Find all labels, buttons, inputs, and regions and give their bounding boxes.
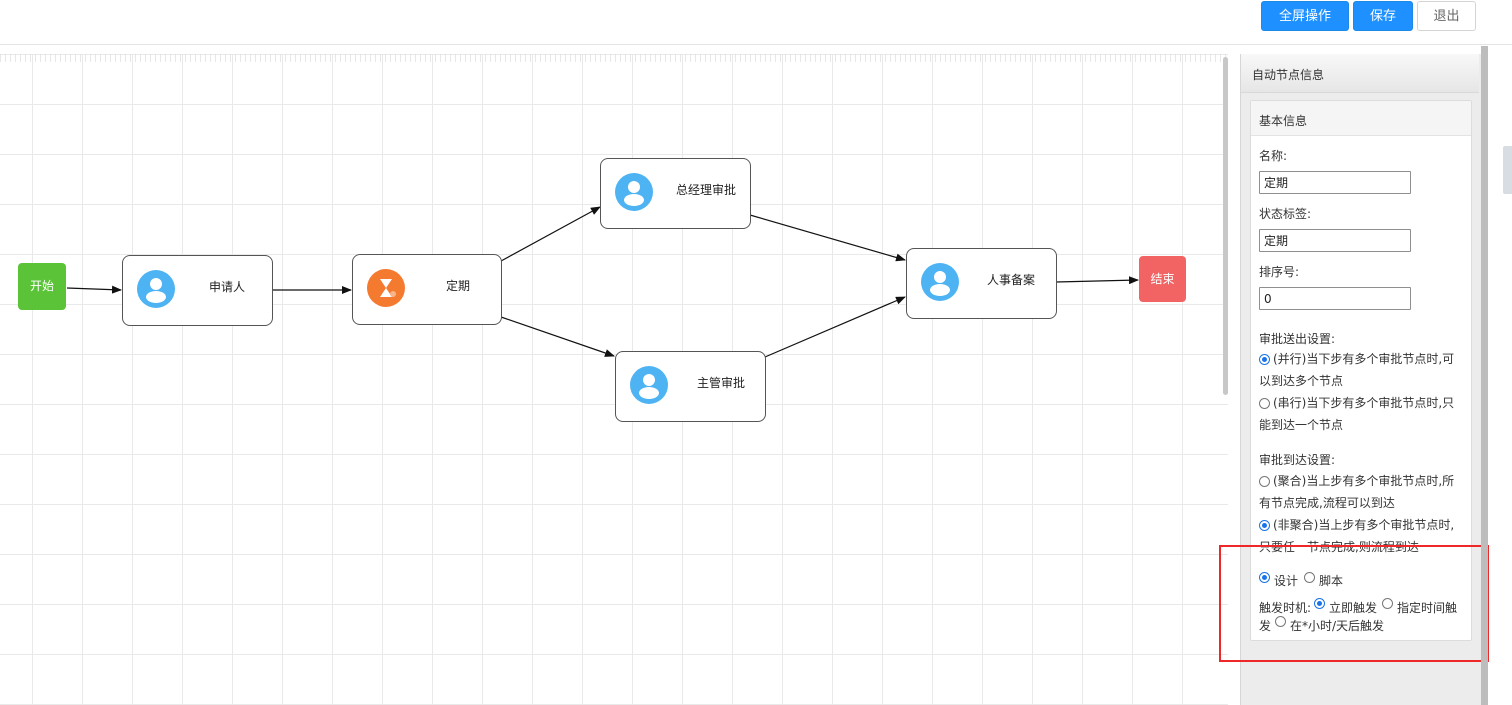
send-serial-label: (串行)当下步有多个审批节点时,只能到达一个节点: [1259, 396, 1455, 432]
mode-script-radio[interactable]: [1304, 572, 1315, 583]
node-label: 人事备案: [987, 273, 1036, 287]
basic-info-card: 基本信息 名称: 状态标签: 排序号: 审批送出设置: (并行)当下步有多个审批…: [1250, 100, 1472, 641]
arrive-settings-title: 审批到达设置:: [1259, 453, 1336, 467]
mode-design-label: 设计: [1274, 574, 1299, 588]
mode-design-radio[interactable]: [1259, 572, 1270, 583]
send-settings-title: 审批送出设置:: [1259, 332, 1336, 346]
trigger-time-radio[interactable]: [1382, 598, 1393, 609]
timer-node[interactable]: 定期: [352, 254, 502, 325]
trigger-label: 触发时机:: [1259, 601, 1312, 615]
applicant-node[interactable]: 申请人: [122, 255, 273, 326]
trigger-now-radio[interactable]: [1314, 598, 1325, 609]
trigger-after-label: 在*小时/天后触发: [1290, 619, 1385, 633]
flow-canvas[interactable]: [0, 54, 1228, 705]
arrive-join-radio[interactable]: [1259, 476, 1270, 487]
highlight-box: [1219, 545, 1489, 662]
order-input[interactable]: [1259, 287, 1411, 310]
top-toolbar: 全屏操作 保存 退出: [0, 0, 1512, 45]
hourglass-icon: [367, 269, 405, 307]
end-node[interactable]: 结束: [1139, 256, 1186, 302]
trigger-after-radio[interactable]: [1275, 616, 1286, 627]
exit-button[interactable]: 退出: [1417, 1, 1476, 31]
node-label: 申请人: [209, 280, 246, 294]
panel-header: 自动节点信息: [1241, 54, 1479, 93]
user-icon: [630, 366, 668, 404]
send-parallel-label: (并行)当下步有多个审批节点时,可以到达多个节点: [1259, 352, 1455, 388]
gm-approval-node[interactable]: 总经理审批: [600, 158, 751, 229]
panel-scrollbar[interactable]: [1481, 46, 1488, 705]
node-label: 定期: [446, 279, 471, 293]
user-icon: [921, 263, 959, 301]
card-header: 基本信息: [1251, 101, 1471, 136]
manager-approval-node[interactable]: 主管审批: [615, 351, 766, 422]
fullscreen-button[interactable]: 全屏操作: [1261, 1, 1349, 31]
send-serial-radio[interactable]: [1259, 398, 1270, 409]
arrive-join-label: (聚合)当上步有多个审批节点时,所有节点完成,流程可以到达: [1259, 474, 1455, 510]
trigger-now-label: 立即触发: [1329, 601, 1378, 615]
card-title: 基本信息: [1259, 114, 1308, 128]
properties-panel: 自动节点信息 基本信息 名称: 状态标签: 排序号: 审批送出设置: (并行)当…: [1240, 54, 1481, 705]
user-icon: [615, 173, 653, 211]
node-label: 总经理审批: [676, 183, 737, 197]
status-label: 状态标签:: [1259, 207, 1312, 221]
status-input[interactable]: [1259, 229, 1411, 252]
arrive-nojoin-radio[interactable]: [1259, 520, 1270, 531]
start-node[interactable]: 开始: [18, 263, 66, 310]
collapse-tab[interactable]: [1503, 146, 1512, 194]
trigger-time-label: 指定时间触: [1397, 601, 1458, 615]
name-label: 名称:: [1259, 149, 1288, 163]
arrive-nojoin-label: (非聚合)当上步有多个审批节点时,只要任一节点完成,则流程到达: [1259, 518, 1455, 554]
panel-title: 自动节点信息: [1252, 68, 1325, 82]
user-icon: [137, 270, 175, 308]
trigger-time-label-cont: 发: [1259, 619, 1272, 633]
order-label: 排序号:: [1259, 265, 1300, 279]
node-label: 主管审批: [697, 376, 746, 390]
send-parallel-radio[interactable]: [1259, 354, 1270, 365]
save-button[interactable]: 保存: [1353, 1, 1413, 31]
canvas-ruler: [0, 54, 1228, 62]
canvas-scrollbar[interactable]: [1223, 57, 1228, 395]
name-input[interactable]: [1259, 171, 1411, 194]
mode-script-label: 脚本: [1319, 574, 1344, 588]
hr-record-node[interactable]: 人事备案: [906, 248, 1057, 319]
